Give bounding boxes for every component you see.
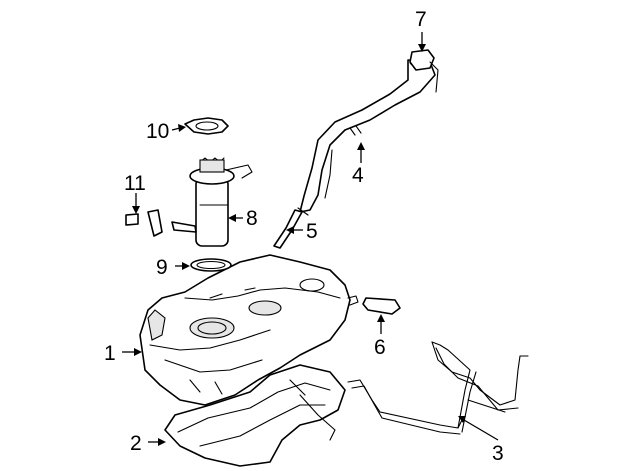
part-2-heat-shield: [164, 364, 346, 467]
part-1-fuel-tank: [139, 254, 359, 406]
callout-5: 5: [306, 220, 318, 243]
callout-8: 8: [246, 207, 258, 230]
callout-labels: 1 2 3 4 5 6 7 8 9 10 11: [104, 8, 504, 465]
callout-2: 2: [130, 432, 142, 455]
part-8-fuel-pump-module: [171, 157, 253, 247]
callout-11: 11: [124, 172, 146, 195]
part-10-lock-ring: [184, 117, 229, 135]
part-6-vent-hose: [362, 297, 401, 315]
callout-6: 6: [374, 336, 386, 359]
callout-10: 10: [146, 120, 169, 143]
part-3-tank-straps: [347, 341, 529, 435]
part-7-filler-cap: [409, 49, 439, 93]
callout-7: 7: [415, 8, 427, 31]
callout-4: 4: [352, 164, 364, 187]
part-4-filler-pipe: [297, 56, 436, 216]
part-9-seal-ring: [190, 258, 232, 272]
callout-9: 9: [156, 256, 168, 279]
part-11-sensor: [125, 209, 163, 237]
callout-3: 3: [492, 442, 504, 465]
leader-lines: [122, 32, 499, 446]
callout-1: 1: [104, 342, 116, 365]
